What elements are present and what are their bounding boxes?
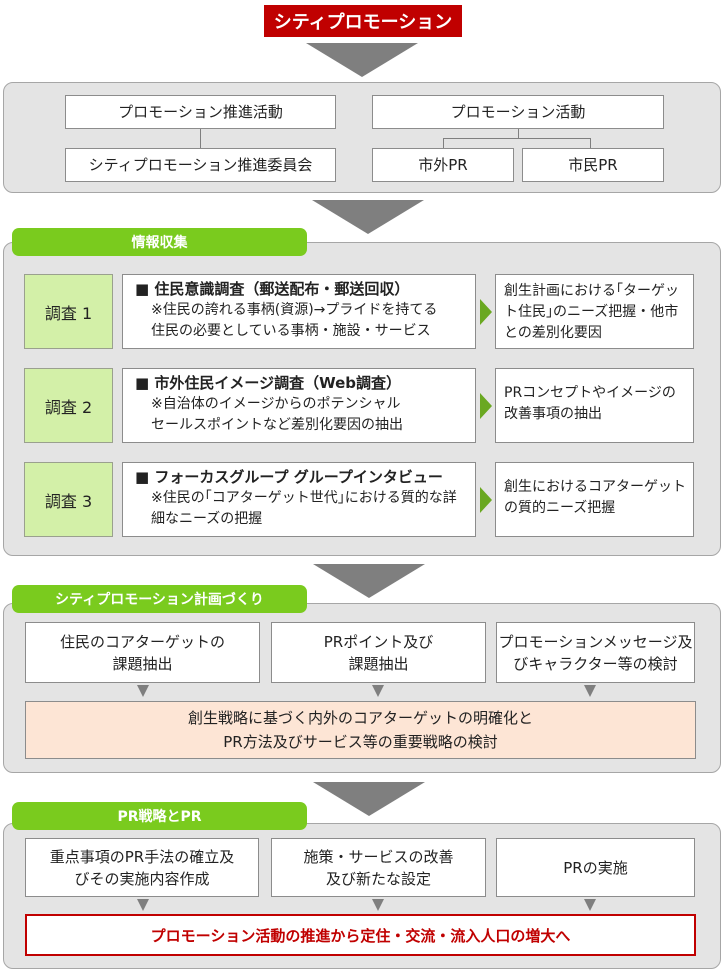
org-right-bottom-1: 市外PR [372, 148, 514, 182]
connector-line [590, 138, 591, 148]
down-arrow-icon [137, 685, 149, 697]
survey-1-result: 創生計画における｢ターゲット住民｣のニーズ把握・他市との差別化要因 [495, 274, 694, 349]
survey-2-box: ■ 市外住民イメージ調査（Web調査） ※自治体のイメージからのポテンシャル セ… [122, 368, 476, 443]
survey-1-label: 調査 1 [24, 274, 113, 349]
plan-item-3: プロモーションメッセージ及 びキャラクター等の検討 [496, 622, 695, 683]
connector-line [443, 138, 444, 148]
survey-3-box: ■ フォーカスグループ グループインタビュー ※住民の｢コアターゲット世代｣にお… [122, 462, 476, 537]
survey-3-label: 調査 3 [24, 462, 113, 537]
pr-item-1: 重点事項のPR手法の確立及 びその実施内容作成 [25, 838, 259, 897]
plan-item-1: 住民のコアターゲットの 課題抽出 [25, 622, 260, 683]
connector-line [443, 138, 590, 139]
pr-item-3: PRの実施 [496, 838, 695, 897]
final-goal: プロモーション活動の推進から定住・交流・流入人口の増大へ [25, 914, 696, 956]
flow-arrow-3 [313, 564, 425, 598]
pr-tag: PR戦略とPR [12, 802, 307, 830]
survey-2-desc: ※自治体のイメージからのポテンシャル セールスポイントなど差別化要因の抽出 [151, 396, 403, 433]
plan-item-2: PRポイント及び 課題抽出 [271, 622, 486, 683]
info-tag: 情報収集 [12, 228, 307, 256]
arrow-right-icon [480, 393, 492, 419]
down-arrow-icon [584, 685, 596, 697]
pr-item-2: 施策・サービスの改善 及び新たな設定 [271, 838, 486, 897]
flow-arrow-2 [312, 200, 424, 234]
connector-line [518, 129, 519, 138]
down-arrow-icon [372, 685, 384, 697]
arrow-right-icon [480, 487, 492, 513]
connector-line [200, 129, 201, 148]
org-left-bottom: シティプロモーション推進委員会 [65, 148, 336, 182]
flow-arrow-4 [313, 782, 425, 816]
flow-arrow-1 [306, 43, 418, 77]
page-title: シティプロモーション [264, 5, 462, 37]
survey-1-head: ■ 住民意識調査（郵送配布・郵送回収） [135, 280, 410, 298]
survey-1-desc: ※住民の誇れる事柄(資源)→プライドを持てる 住民の必要としている事柄・施設・サ… [151, 302, 438, 339]
down-arrow-icon [584, 899, 596, 911]
survey-3-desc: ※住民の｢コアターゲット世代｣における質的な詳細なニーズの把握 [151, 490, 457, 527]
survey-2-head: ■ 市外住民イメージ調査（Web調査） [135, 374, 402, 392]
org-left-top: プロモーション推進活動 [65, 95, 336, 129]
survey-2-result: PRコンセプトやイメージの改善事項の抽出 [495, 368, 694, 443]
org-right-bottom-2: 市民PR [522, 148, 664, 182]
plan-summary: 創生戦略に基づく内外のコアターゲットの明確化と PR方法及びサービス等の重要戦略… [25, 701, 696, 759]
survey-2-label: 調査 2 [24, 368, 113, 443]
survey-3-head: ■ フォーカスグループ グループインタビュー [135, 468, 443, 486]
down-arrow-icon [137, 899, 149, 911]
survey-3-result: 創生におけるコアターゲットの質的ニーズ把握 [495, 462, 694, 537]
arrow-right-icon [480, 299, 492, 325]
down-arrow-icon [372, 899, 384, 911]
survey-1-box: ■ 住民意識調査（郵送配布・郵送回収） ※住民の誇れる事柄(資源)→プライドを持… [122, 274, 476, 349]
org-right-top: プロモーション活動 [372, 95, 664, 129]
plan-tag: シティプロモーション計画づくり [12, 585, 307, 613]
